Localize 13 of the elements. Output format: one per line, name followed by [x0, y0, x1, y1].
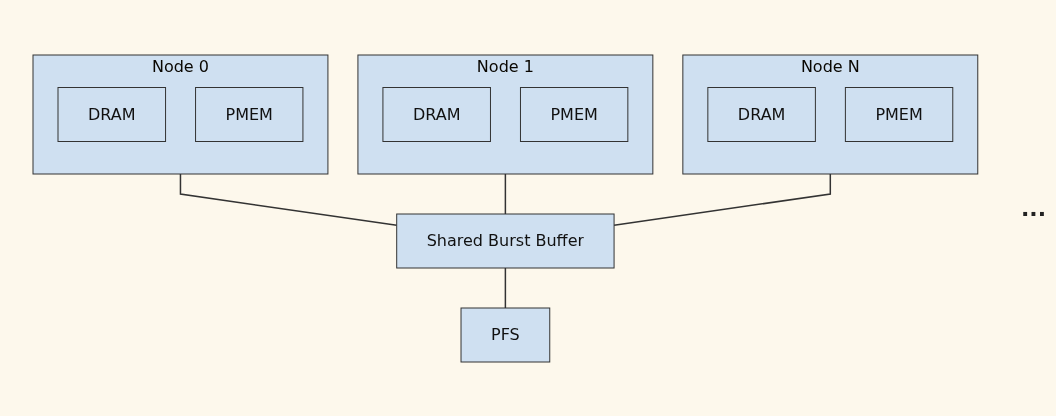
- node-box: DRAM: [707, 86, 816, 142]
- connector: [504, 266, 507, 309]
- node-box: DRAM: [382, 86, 492, 142]
- node-box: PMEM: [520, 86, 629, 142]
- ellipsis-text: ...: [1020, 195, 1046, 221]
- connector: [179, 172, 398, 226]
- node-box: Shared Burst Buffer: [396, 213, 615, 268]
- node-box: PMEM: [195, 86, 304, 142]
- node-box: PFS: [460, 307, 551, 362]
- node-box: DRAM: [57, 86, 167, 142]
- node-box: PMEM: [844, 86, 954, 142]
- connector: [613, 172, 832, 226]
- connector: [504, 172, 507, 215]
